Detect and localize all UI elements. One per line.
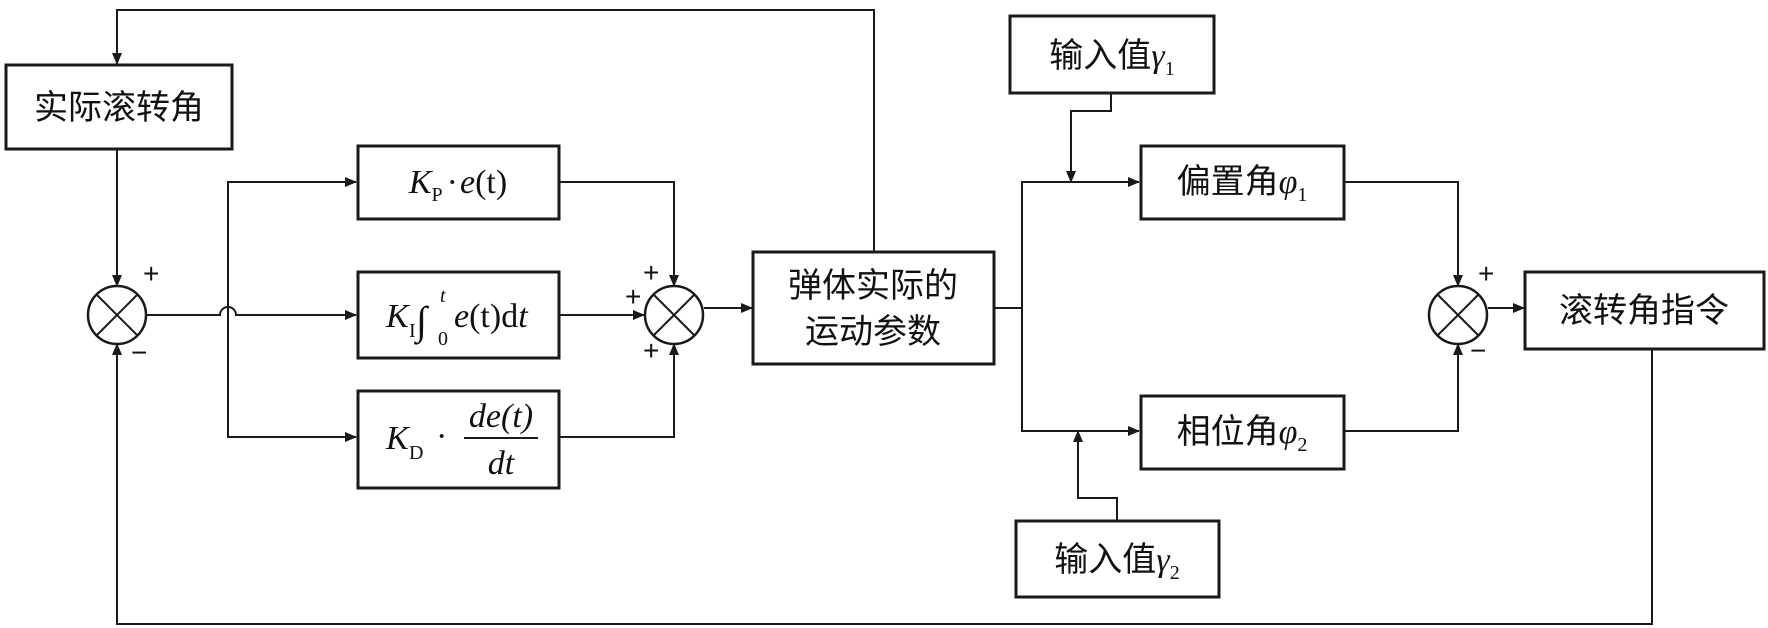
ki-sub: I <box>409 320 416 342</box>
phase-angle-label: 相位角φ2 <box>1177 412 1308 456</box>
actual-roll-block: 实际滚转角 <box>4 63 234 151</box>
kp-expression: KP·e(t) <box>408 164 507 206</box>
motion-label-line1: 弹体实际的 <box>788 266 958 306</box>
arrow-phase-to-sum3 <box>1344 343 1463 432</box>
sum-junction-2: + + + <box>625 257 705 366</box>
kd-block: K D · de(t) dt <box>356 389 561 490</box>
sum3-bottom-sign: − <box>1470 335 1486 366</box>
ki-block: K I ∫ 0 t e(t)dt <box>356 270 561 360</box>
input2-block: 输入值γ2 <box>1014 519 1221 599</box>
kd-dot: · <box>436 418 447 455</box>
connections <box>112 9 1653 625</box>
arrow-kd-to-sum2 <box>559 343 679 438</box>
feedback-line-top <box>112 9 875 252</box>
kp-block: KP·e(t) <box>356 144 561 221</box>
ki-integrand: e(t)dt <box>454 298 529 335</box>
arrow-bias-to-sum3 <box>1344 181 1463 287</box>
kd-K: K <box>385 420 411 457</box>
ki-lower: 0 <box>438 328 448 350</box>
roll-command-label: 滚转角指令 <box>1559 291 1729 331</box>
arrow-to-kd <box>227 315 357 442</box>
arrow-input2 <box>1073 430 1118 521</box>
sum1-bottom-sign: − <box>131 337 147 368</box>
arrow-to-kp <box>227 177 357 315</box>
sum1-top-sign: + <box>143 258 159 289</box>
phase-angle-block: 相位角φ2 <box>1139 394 1346 471</box>
arrow-input1 <box>1066 93 1112 183</box>
sum3-top-sign: + <box>1478 258 1494 289</box>
kd-denominator: dt <box>488 445 516 482</box>
arrow-kp-to-sum2 <box>559 181 679 287</box>
input2-label: 输入值γ2 <box>1054 540 1179 584</box>
kd-sub: D <box>409 442 423 464</box>
feedback-line-bottom <box>112 343 1653 625</box>
ki-integral: ∫ <box>413 298 430 345</box>
actual-roll-label: 实际滚转角 <box>34 88 204 128</box>
sum2-left-sign: + <box>625 281 641 312</box>
input1-label: 输入值γ1 <box>1049 36 1174 80</box>
roll-command-block: 滚转角指令 <box>1523 270 1766 351</box>
bias-angle-label: 偏置角φ1 <box>1177 162 1308 206</box>
motion-params-block: 弹体实际的 运动参数 <box>751 250 996 366</box>
bias-angle-block: 偏置角φ1 <box>1139 144 1346 221</box>
ki-K: K <box>385 298 411 335</box>
input1-block: 输入值γ1 <box>1008 14 1216 95</box>
motion-label-line2: 运动参数 <box>805 312 941 352</box>
arrow-sum1-to-ki <box>147 306 357 320</box>
sum-junction-3: + − <box>1427 258 1494 366</box>
arrow-to-phase <box>1021 308 1140 436</box>
kd-numerator: de(t) <box>469 398 533 435</box>
sum2-bottom-sign: + <box>643 335 659 366</box>
sum2-top-sign: + <box>643 257 659 288</box>
arrow-to-bias <box>1021 177 1140 308</box>
ki-upper: t <box>440 285 446 307</box>
sum-junction-1: + − <box>86 258 159 368</box>
